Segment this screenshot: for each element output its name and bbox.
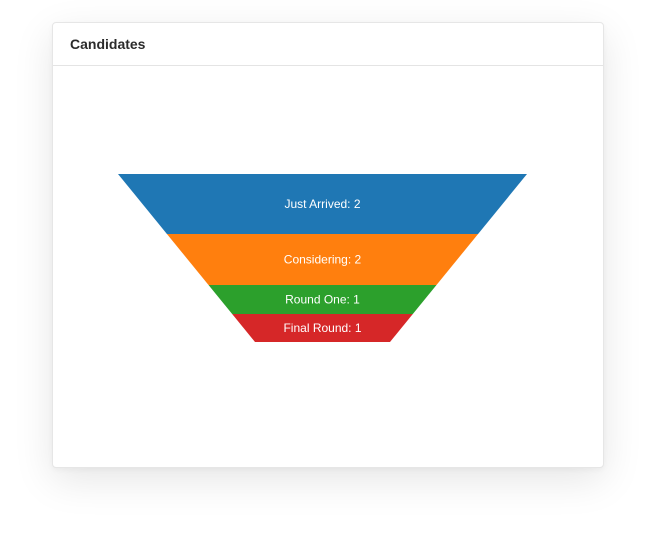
funnel-stage-round-one[interactable] [208, 285, 437, 314]
funnel-label-round-one: Round One: 1 [285, 293, 360, 307]
panel-title: Candidates [70, 36, 146, 52]
funnel-stage-just-arrived[interactable] [118, 174, 527, 234]
funnel-label-considering: Considering: 2 [284, 253, 362, 267]
funnel-label-just-arrived: Just Arrived: 2 [284, 197, 360, 211]
funnel-stage-considering[interactable] [166, 234, 479, 285]
panel-header: Candidates [53, 23, 603, 66]
funnel-label-final-round: Final Round: 1 [283, 321, 361, 335]
funnel-stage-final-round[interactable] [232, 314, 413, 342]
